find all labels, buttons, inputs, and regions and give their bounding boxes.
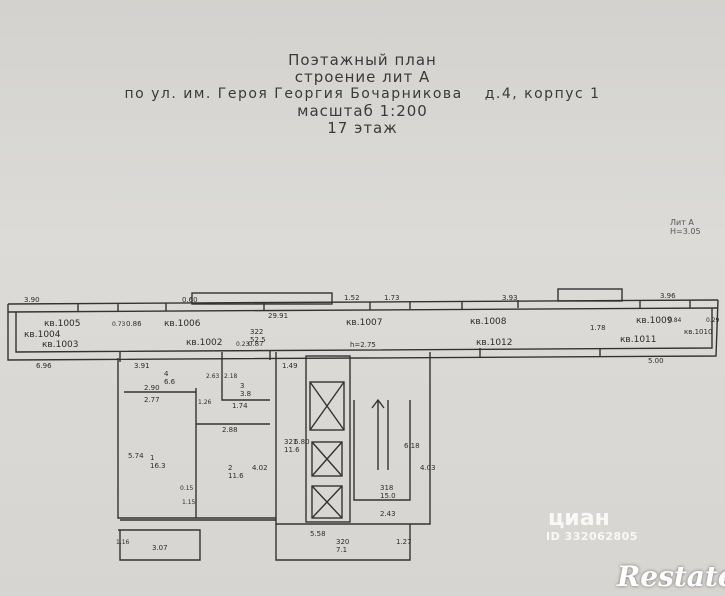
lift-shaft-1 [309, 381, 345, 431]
dimension-label: 2.18 [224, 373, 238, 380]
wall-outer [7, 299, 719, 361]
window-bay-1 [191, 292, 333, 305]
dimension-label: 2.88 [222, 426, 238, 434]
plan-title: Поэтажный план [288, 51, 437, 69]
lift-shaft-3-cross [311, 485, 343, 519]
plan-header: Поэтажный план строение лит А по ул. им.… [0, 52, 725, 137]
stair-well [353, 400, 411, 501]
plan-floor: 17 этаж [327, 119, 398, 137]
wall-lower-left [117, 358, 276, 519]
lift-shaft-2-cross [311, 441, 343, 477]
dimension-label: 0.87 [248, 340, 264, 348]
entry-vestibule [275, 524, 411, 561]
cian-watermark-id: ID 332062805 [546, 530, 638, 543]
dimension-label: 1.16 [116, 539, 130, 546]
wall-ticks-bottom [119, 348, 601, 362]
dimension-label: 0.73 [112, 321, 126, 328]
wall-rooms [124, 352, 270, 518]
stair-arrow [371, 398, 385, 409]
dimension-label: 4.03 [420, 464, 436, 472]
dimension-label: 4.02 [252, 464, 268, 472]
apt-label: кв.1002 [186, 338, 223, 348]
dimension-label: 3.90 [24, 296, 40, 304]
dimension-label: 1.26 [198, 399, 212, 406]
dimension-label: 0.29 [706, 317, 720, 324]
dimension-label: 2.63 [206, 373, 220, 380]
apt-label: кв.1007 [346, 318, 383, 328]
litera-name: Лит А [670, 218, 694, 227]
dimension-label: 0.84 [668, 317, 682, 324]
dimension-label: 0.60 [182, 296, 198, 304]
lift-shaft-3 [311, 485, 343, 519]
dimension-label: 6.96 [36, 362, 52, 370]
dimension-label: 0.86 [126, 320, 142, 328]
apt-label: кв.1006 [164, 319, 201, 329]
window-bay-2 [557, 288, 623, 302]
dimension-label: 1.49 [282, 362, 298, 370]
dimension-label: 1.27 [396, 538, 412, 546]
wall-inner [15, 308, 713, 353]
dimension-label: 2.77 [144, 396, 160, 404]
wall-top-inner [7, 307, 719, 313]
apt-label: кв.1012 [476, 338, 513, 348]
apt-label: кв.1004 [24, 330, 61, 340]
litera-label: Лит А Н=3.05 [670, 218, 701, 236]
dimension-label: 5.74 [128, 452, 144, 460]
apt-label: кв.1009 [636, 316, 673, 326]
dimension-label: 3.93 [502, 294, 518, 302]
dimension-label: 29.91 [268, 312, 288, 320]
plan-address-street: по ул. им. Героя Георгия Бочарникова [124, 86, 463, 102]
dimension-label: 3.91 [134, 362, 150, 370]
wall-ticks-top [77, 300, 691, 312]
cian-watermark: циан [548, 506, 610, 531]
apt-label: кв.1005 [44, 319, 81, 329]
lift-shaft-2 [311, 441, 343, 477]
dimension-label: h=2.75 [350, 341, 376, 349]
apt-label: кв.1010 [684, 328, 712, 336]
dimension-label: 5.58 [310, 530, 326, 538]
dimension-label: 2.90 [144, 384, 160, 392]
stair-run [377, 400, 389, 470]
dimension-label: 0.15 [180, 485, 194, 492]
apt-label: кв.1008 [470, 317, 507, 327]
apt-label: кв.1011 [620, 335, 657, 345]
plan-building: строение лит А [294, 68, 431, 86]
plan-address: по ул. им. Героя Георгия Бочарникова д.4,… [0, 86, 725, 103]
lift-hall [305, 355, 351, 523]
dimension-label: 3.07 [152, 544, 168, 552]
dimension-label: 2.43 [380, 510, 396, 518]
dimension-label: 1.78 [590, 324, 606, 332]
litera-height: Н=3.05 [670, 227, 701, 236]
lift-shaft-1-cross [309, 381, 345, 431]
dimension-label: 0.23 [236, 341, 250, 348]
balcony [118, 519, 276, 561]
dimension-label: 5.00 [648, 357, 664, 365]
dimension-label: 1.52 [344, 294, 360, 302]
dimension-label: 1.73 [384, 294, 400, 302]
wall-core [275, 352, 431, 525]
plan-scale: масштаб 1:200 [297, 102, 428, 120]
dimension-label: 1.74 [232, 402, 248, 410]
plan-address-house: д.4, корпус 1 [484, 86, 601, 102]
restate-watermark: Restate [617, 560, 725, 593]
dimension-label: 3.96 [660, 292, 676, 300]
dimension-label: 6.18 [404, 442, 420, 450]
dimension-label: 1.15 [182, 499, 196, 506]
apt-label: кв.1003 [42, 340, 79, 350]
dimension-label: 6.80 [294, 438, 310, 446]
